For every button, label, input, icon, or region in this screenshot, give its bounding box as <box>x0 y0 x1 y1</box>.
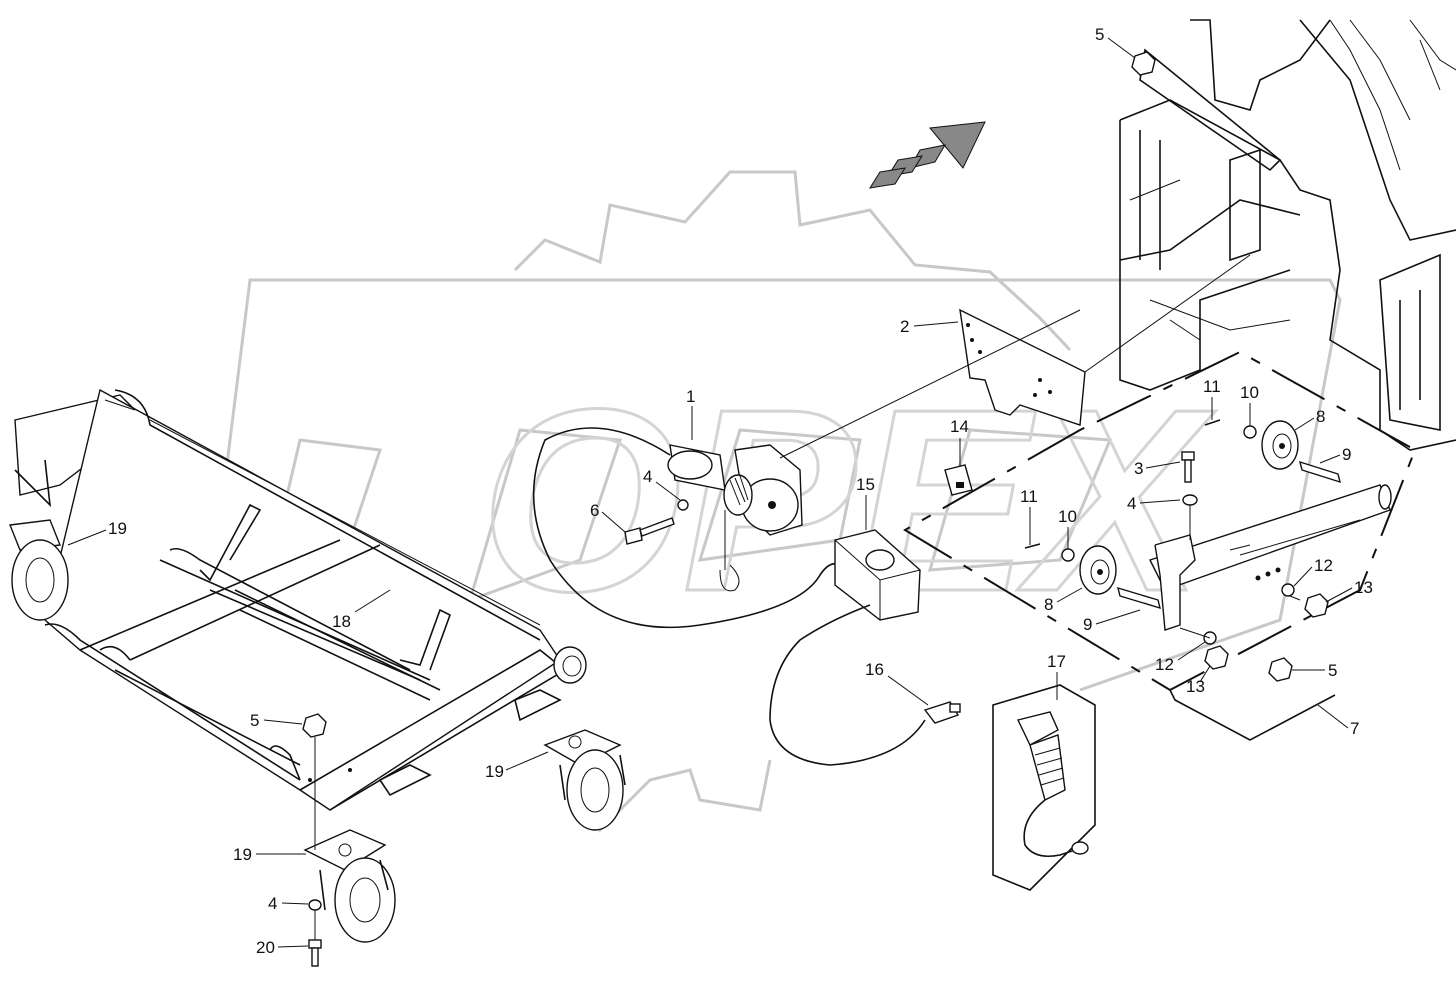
callout-13-b: 13 <box>1186 677 1205 696</box>
callout-11-a: 11 <box>1203 377 1221 396</box>
part-7-bracket-group <box>903 350 1417 741</box>
callout-19-b: 19 <box>485 762 504 781</box>
callout-10-b: 10 <box>1058 507 1077 526</box>
control-cable <box>769 604 926 766</box>
part-10-washer-upper <box>1243 425 1257 439</box>
callout-9-a: 9 <box>1342 445 1351 464</box>
callout-13-a: 13 <box>1354 578 1373 597</box>
callout-11-b: 11 <box>1020 487 1038 506</box>
part-11-shim-lower <box>1024 543 1041 549</box>
callouts: 1 2 3 4 4 4 4 5 5 5 6 7 8 8 9 9 10 10 11 <box>67 25 1373 957</box>
callout-19-a: 19 <box>108 519 127 538</box>
callout-14: 14 <box>950 417 969 436</box>
part-12-washer-right <box>1281 583 1295 597</box>
part-4-washer-winch <box>677 499 689 511</box>
watermark-logo: OPEX <box>198 170 1342 833</box>
part-4-washer-caster <box>308 899 322 911</box>
part-16-connector <box>923 701 961 724</box>
winch-cable <box>532 427 841 629</box>
callout-6: 6 <box>590 501 599 520</box>
callout-15: 15 <box>856 475 875 494</box>
part-19-caster-bottom <box>303 829 396 943</box>
callout-8-a: 8 <box>1316 407 1325 426</box>
part-20-bolt <box>308 910 322 967</box>
part-19-caster-right <box>543 729 626 831</box>
part-1-winch <box>667 309 1081 592</box>
part-19-caster-left <box>9 519 69 621</box>
part-15-control-box <box>834 529 921 621</box>
part-13-nut-bottom <box>1204 645 1229 670</box>
part-10-washer-lower <box>1061 548 1075 562</box>
callout-18: 18 <box>332 612 351 631</box>
callout-4-a: 4 <box>643 467 652 486</box>
part-3-bolt <box>1181 451 1198 540</box>
callout-17: 17 <box>1047 652 1066 671</box>
callout-7: 7 <box>1350 719 1359 738</box>
part-5-nut-trolley <box>302 713 327 738</box>
callout-5-b: 5 <box>1328 661 1337 680</box>
part-5-nut-bottom <box>1268 657 1293 682</box>
callout-16: 16 <box>865 660 884 679</box>
part-8-pulley-lower <box>1079 545 1161 610</box>
callout-2: 2 <box>900 317 909 336</box>
callout-19-c: 19 <box>233 845 252 864</box>
part-8-pulley-upper <box>1261 420 1341 484</box>
part-14-switch <box>944 464 973 496</box>
callout-3: 3 <box>1134 459 1143 478</box>
part-6-bolt <box>624 517 675 545</box>
part-5-nut-top <box>1131 51 1156 76</box>
watermark-text: OPEX <box>480 356 1216 646</box>
callout-1: 1 <box>686 387 695 406</box>
callout-12-a: 12 <box>1314 556 1333 575</box>
callout-12-b: 12 <box>1155 655 1174 674</box>
part-18-trolley-frame <box>14 388 587 811</box>
callout-5-c: 5 <box>250 711 259 730</box>
callout-5-a: 5 <box>1095 25 1104 44</box>
part-17-plug-detail <box>992 684 1096 891</box>
part-13-nut-right <box>1304 593 1329 618</box>
callout-8-b: 8 <box>1044 595 1053 614</box>
callout-4-c: 4 <box>268 894 277 913</box>
direction-arrow-icon <box>868 121 986 189</box>
callout-4-b: 4 <box>1127 494 1136 513</box>
callout-10-a: 10 <box>1240 383 1259 402</box>
callout-20: 20 <box>256 938 275 957</box>
callout-9-b: 9 <box>1083 615 1092 634</box>
part-11-shim-upper <box>1204 419 1221 426</box>
watermark-gear <box>513 170 1072 352</box>
pulley-bracket <box>1149 484 1392 631</box>
part-2-mounting-plate <box>959 254 1251 426</box>
